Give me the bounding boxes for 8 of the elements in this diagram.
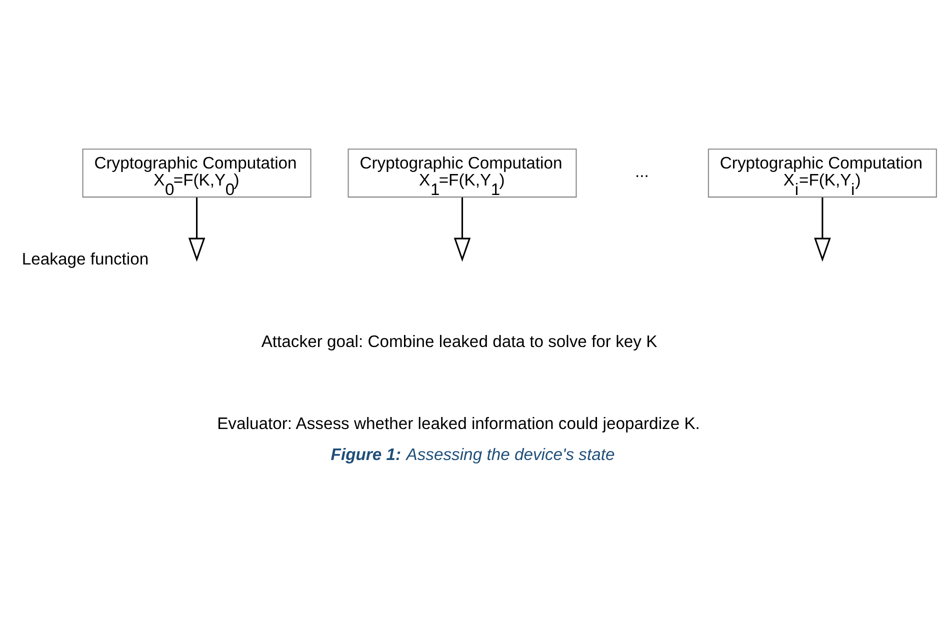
- label: ...: [635, 162, 649, 181]
- arrow: [188, 196, 206, 262]
- label: Evaluator: Assess whether leaked information could jeopardize K.: [217, 413, 700, 432]
- arrow: [814, 196, 831, 262]
- label: Leakage function: [22, 249, 149, 268]
- caption: Figure 1: Assessing the device's state: [330, 444, 615, 464]
- label: Attacker goal: Combine leaked data to solve for key K: [261, 331, 658, 350]
- arrow: [454, 196, 471, 262]
